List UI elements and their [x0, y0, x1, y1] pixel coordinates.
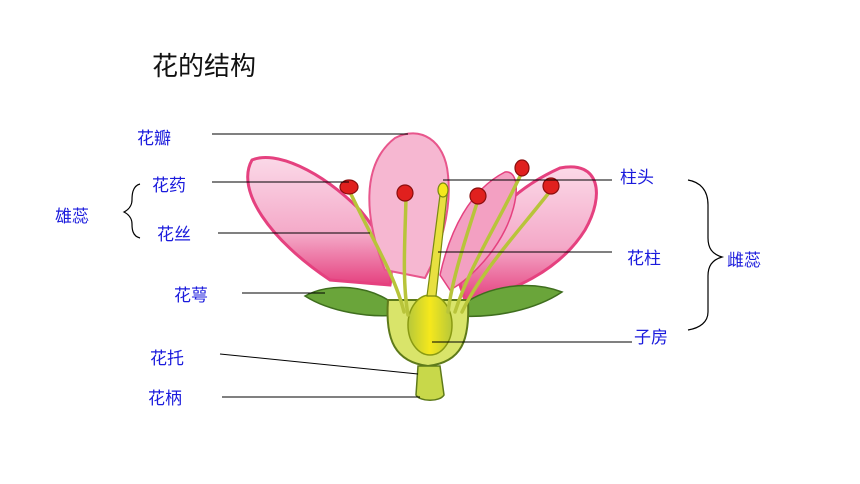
label-filament: 花丝 [157, 225, 191, 245]
label-sepal: 花萼 [174, 286, 208, 306]
pedicel [415, 365, 445, 401]
page-title: 花的结构 [152, 52, 257, 82]
stigma [437, 182, 449, 198]
stamen-bracket [122, 183, 141, 239]
label-receptacle: 花托 [150, 349, 184, 369]
label-pistil: 雌蕊 [727, 251, 761, 271]
leader-lines [212, 133, 632, 398]
petals [246, 132, 598, 302]
pistil-bracket [687, 179, 725, 331]
anthers [339, 159, 560, 205]
right-sepal [459, 284, 564, 318]
left-petal [246, 155, 393, 287]
ovary [407, 294, 453, 356]
label-ovary: 子房 [634, 328, 668, 348]
filaments [348, 170, 553, 317]
label-style: 花柱 [627, 249, 661, 269]
label-stigma: 柱头 [620, 168, 654, 188]
label-stamen: 雄蕊 [55, 207, 89, 227]
label-petal: 花瓣 [137, 129, 171, 149]
sepals [303, 284, 564, 318]
label-pedicel: 花柄 [148, 389, 182, 409]
left-sepal [303, 286, 399, 317]
label-anther: 花药 [152, 176, 186, 196]
